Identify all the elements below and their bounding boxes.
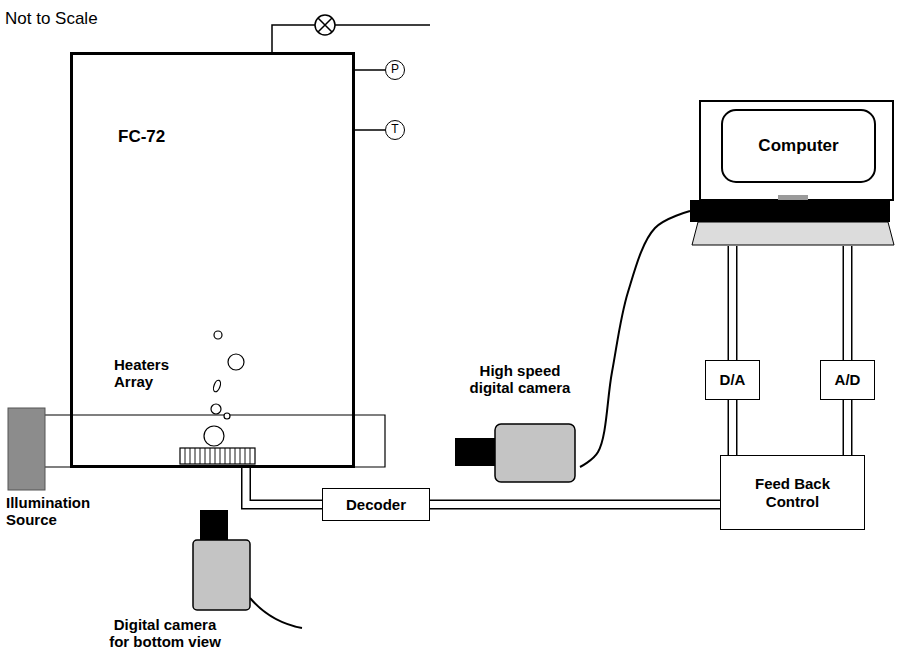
node-label: D/A	[720, 371, 746, 388]
signal-wire	[246, 465, 322, 505]
wire-gap	[430, 501, 720, 508]
computer-monitor: Computer	[690, 100, 895, 246]
bubble	[211, 404, 221, 414]
wire-line	[580, 211, 690, 467]
valve-cross	[318, 18, 332, 32]
wire-outline	[728, 246, 738, 360]
node-label: Computer	[722, 136, 875, 156]
decoder-box: Decoder	[322, 488, 430, 521]
wire-gap	[844, 246, 851, 360]
bubble	[228, 354, 244, 370]
bubble	[214, 331, 222, 339]
camera-cable	[250, 598, 302, 628]
camera-lens	[455, 438, 495, 466]
wire-gap	[844, 400, 851, 455]
pressure-gauge: P	[385, 60, 405, 80]
wire-gap	[729, 400, 736, 455]
wire-outline	[843, 400, 853, 455]
note-label: Not to Scale	[5, 9, 98, 29]
camera-body	[495, 424, 575, 482]
wire-outline	[728, 400, 738, 455]
node-label: A/D	[835, 371, 861, 388]
controller-box: Feed Back Control	[720, 455, 865, 530]
computer-base	[690, 200, 890, 222]
high-speed-camera: High speed digital camera	[455, 362, 580, 484]
camera-lens	[200, 510, 228, 540]
monitor-stand	[778, 195, 808, 200]
valve-body	[315, 15, 335, 35]
node-label: T	[391, 123, 398, 137]
camera-cable	[580, 211, 690, 467]
heater-elements	[185, 448, 250, 464]
illumination-source: Illumination Source	[4, 406, 104, 536]
vent-pipe	[272, 25, 430, 52]
lamp-housing	[8, 408, 45, 490]
camera-body	[193, 540, 250, 610]
wire-gap	[246, 465, 322, 505]
signal-wire	[430, 504, 720, 505]
converter-box: A/D	[820, 360, 875, 400]
monitor-screen	[722, 110, 875, 182]
bubble	[224, 413, 230, 419]
node-label: Illumination Source	[6, 494, 101, 529]
signal-wire	[732, 400, 733, 455]
bubble	[204, 426, 224, 446]
wire-outline	[430, 500, 720, 510]
computer-desk	[692, 222, 894, 245]
converter-box: D/A	[705, 360, 760, 400]
node-label: Decoder	[346, 496, 406, 513]
signal-wire	[732, 246, 733, 360]
tank-vessel: FC-72Heaters Array	[70, 52, 355, 468]
node-label: FC-72	[118, 127, 165, 147]
wire-line	[355, 69, 385, 71]
signal-wire	[847, 400, 848, 455]
signal-wire	[355, 70, 385, 71]
computer-monitor-drawing	[690, 100, 895, 246]
node-label: Heaters Array	[114, 356, 186, 391]
temperature-gauge: T	[385, 120, 405, 140]
node-label: P	[391, 63, 399, 77]
heater-array: Heaters Array	[112, 356, 258, 465]
bottom-camera: Digital camera for bottom view	[100, 510, 256, 654]
valve-symbol	[315, 15, 335, 35]
monitor-bezel	[700, 101, 893, 200]
node-label: Feed Back Control	[743, 475, 843, 510]
wire-outline	[246, 465, 322, 505]
light-path	[45, 415, 385, 467]
wire-gap	[729, 246, 736, 360]
node-label: Digital camera for bottom view	[103, 616, 227, 651]
node-label: High speed digital camera	[462, 362, 578, 397]
heater-strip	[180, 448, 255, 464]
signal-wire	[847, 246, 848, 360]
wire-line	[355, 129, 385, 131]
vapor-bubbles	[204, 331, 244, 446]
wire-outline	[843, 246, 853, 360]
signal-wire	[355, 130, 385, 131]
bubble	[212, 379, 222, 392]
